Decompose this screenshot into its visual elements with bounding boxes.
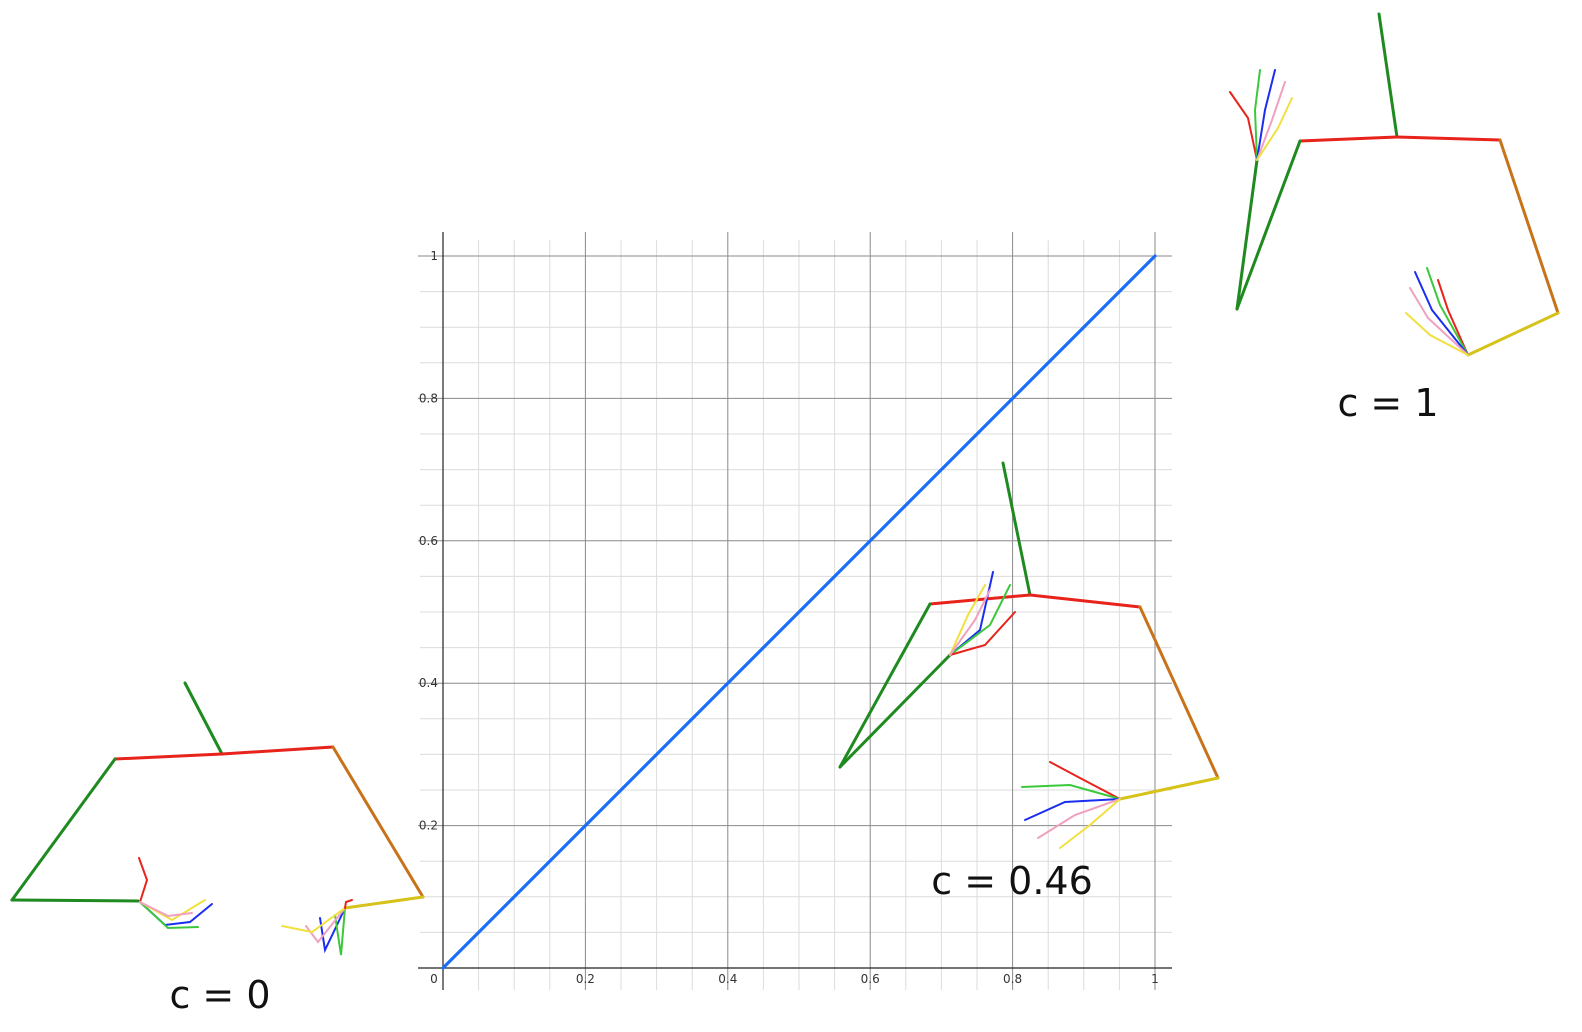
pose-c046-finger — [1024, 798, 1121, 821]
pose-c1-finger — [1414, 271, 1469, 356]
pose-c0-finger — [281, 907, 346, 934]
pose-label-c046: c = 0.46 — [931, 859, 1093, 903]
x-tick-label: 0.6 — [861, 972, 880, 986]
pose-figure-c046 — [838, 461, 1220, 849]
pose-c046-finger — [949, 584, 986, 656]
pose-c1-finger — [1409, 287, 1469, 356]
pose-c1-finger — [1405, 312, 1469, 356]
y-tick-label: 1 — [430, 249, 438, 263]
y-tick-label: 0.2 — [419, 819, 438, 833]
pose-figure-c0 — [10, 681, 425, 956]
pose-c1-finger — [1253, 69, 1261, 161]
pose-c046-forearm-right — [1118, 776, 1220, 801]
major-grid — [418, 232, 1172, 990]
pose-c1-finger — [1426, 267, 1469, 356]
pose-c0-forearm-right — [343, 895, 425, 910]
pose-c0-neck — [183, 681, 224, 756]
pose-c046-finger — [1021, 783, 1121, 800]
x-tick-label: 1 — [1151, 972, 1159, 986]
pose-c1-forearm-left — [1235, 158, 1259, 311]
pose-c046-finger — [1059, 798, 1121, 849]
pose-c1-finger — [1229, 91, 1258, 161]
pose-c046-finger — [949, 611, 1016, 656]
x-tick-label: 0.4 — [718, 972, 737, 986]
pose-c0-finger — [139, 901, 199, 930]
pose-c046-shoulder-left — [928, 593, 1032, 606]
pose-c046-finger — [1049, 761, 1121, 800]
y-tick-label: 0.8 — [419, 391, 438, 405]
pose-c0-forearm-left — [10, 898, 140, 903]
pose-c046-forearm-left — [838, 653, 952, 769]
pose-c0-upper-arm-right — [331, 745, 425, 899]
pose-c1-shoulder-right — [1395, 135, 1502, 142]
pose-c1-shoulder-left — [1298, 135, 1399, 143]
pose-c0-shoulder-right — [220, 745, 335, 756]
y-tick-label: 0.6 — [419, 534, 438, 548]
pose-c1-finger — [1256, 81, 1286, 161]
pose-c046-finger — [1037, 798, 1121, 839]
pose-c0-finger — [334, 907, 346, 956]
series-line — [441, 254, 1157, 970]
pose-c0-finger — [319, 907, 346, 954]
axes — [418, 232, 1172, 990]
minor-grid — [420, 240, 1172, 990]
pose-c046-shoulder-right — [1028, 593, 1142, 609]
pose-c046-finger — [949, 589, 991, 656]
pose-c046-finger — [949, 584, 1011, 656]
pose-c0-shoulder-left — [113, 752, 224, 761]
tick-labels: 0 0.2 0.4 0.6 0.8 1 0.2 0.4 0.6 0.8 1 — [419, 249, 1159, 986]
pose-c046-upper-arm-left — [838, 602, 932, 769]
pose-c1-neck — [1377, 12, 1399, 139]
y-tick-label: 0.4 — [419, 676, 438, 690]
x-tick-label: 0.8 — [1003, 972, 1022, 986]
x-tick-label: 0.2 — [576, 972, 595, 986]
pose-c0-finger — [139, 901, 193, 918]
pose-c1-finger — [1256, 97, 1293, 161]
pose-c046-neck — [1001, 461, 1032, 597]
pose-c0-finger — [344, 899, 353, 909]
pose-label-c0: c = 0 — [169, 973, 270, 1017]
pose-c1-upper-arm-right — [1498, 138, 1560, 315]
x-tick-label: 0 — [430, 972, 438, 986]
pose-label-c1: c = 1 — [1337, 381, 1438, 425]
pose-c0-finger — [139, 901, 213, 927]
pose-c046-upper-arm-right — [1138, 605, 1220, 780]
series-layer — [441, 254, 1157, 970]
pose-c1-finger — [1437, 279, 1469, 356]
pose-c1-finger — [1256, 69, 1276, 161]
pose-figure-c1 — [1229, 12, 1560, 357]
pose-c1-upper-arm-left — [1235, 139, 1302, 311]
pose-c1-forearm-right — [1466, 311, 1560, 357]
pose-c0-upper-arm-left — [10, 757, 117, 902]
pose-c0-finger — [138, 857, 149, 903]
